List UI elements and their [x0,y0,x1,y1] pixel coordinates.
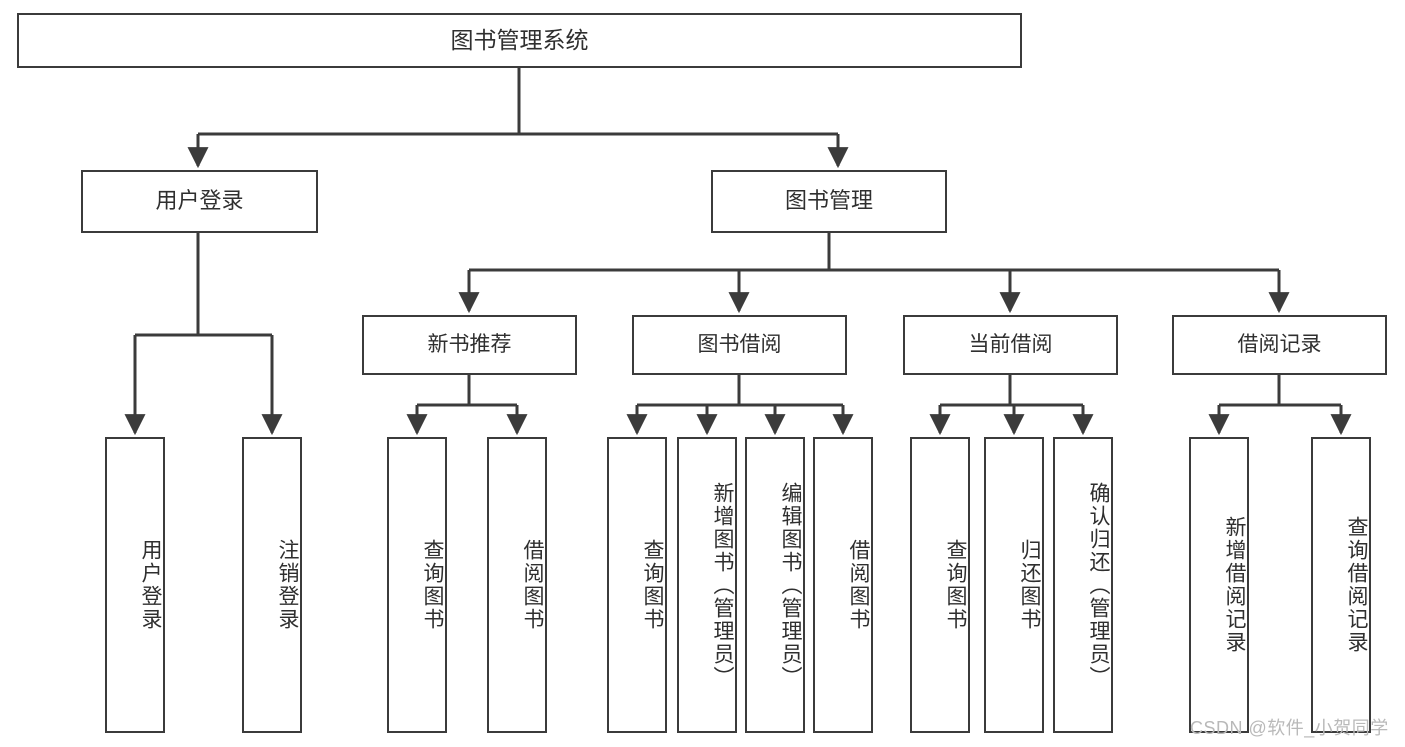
node-borrow-record[interactable]: 借阅记录 [1172,315,1387,375]
node-borrow-record-label: 借阅记录 [1237,333,1322,357]
node-leaf-query-book-c-label: 查询图书 [944,539,967,631]
node-book-manage-label: 图书管理 [784,188,873,214]
node-book-borrow-label: 图书借阅 [697,333,782,357]
node-leaf-return-book-label: 归还图书 [1018,539,1041,631]
node-leaf-logout[interactable]: 注销登录 [242,437,302,733]
node-leaf-confirm-return-label: 确认归还（管理员） [1087,481,1110,689]
node-leaf-borrow-book-b[interactable]: 借阅图书 [813,437,873,733]
node-new-book-rec-label: 新书推荐 [427,333,512,357]
node-leaf-query-book-b[interactable]: 查询图书 [607,437,667,733]
node-current-borrow[interactable]: 当前借阅 [903,315,1118,375]
node-book-borrow[interactable]: 图书借阅 [632,315,847,375]
node-new-book-rec[interactable]: 新书推荐 [362,315,577,375]
node-user-login-label: 用户登录 [155,188,244,214]
node-leaf-user-login[interactable]: 用户登录 [105,437,165,733]
node-book-manage[interactable]: 图书管理 [711,170,947,233]
node-leaf-query-book-rec[interactable]: 查询图书 [387,437,447,733]
node-leaf-edit-book-label: 编辑图书（管理员） [779,481,802,689]
node-leaf-query-book-rec-label: 查询图书 [421,539,444,631]
node-leaf-add-book-label: 新增图书（管理员） [711,481,734,689]
node-leaf-confirm-return[interactable]: 确认归还（管理员） [1053,437,1113,733]
node-leaf-query-book-c[interactable]: 查询图书 [910,437,970,733]
node-leaf-query-book-b-label: 查询图书 [641,539,664,631]
node-leaf-query-record[interactable]: 查询借阅记录 [1311,437,1371,733]
node-leaf-borrow-book-b-label: 借阅图书 [847,539,870,631]
node-root[interactable]: 图书管理系统 [17,13,1022,68]
node-leaf-logout-label: 注销登录 [276,539,299,631]
node-leaf-user-login-label: 用户登录 [139,539,162,631]
node-leaf-add-record[interactable]: 新增借阅记录 [1189,437,1249,733]
node-root-label: 图书管理系统 [450,27,589,54]
node-leaf-query-record-label: 查询借阅记录 [1345,516,1368,654]
node-current-borrow-label: 当前借阅 [968,333,1053,357]
csdn-watermark: CSDN @软件_小贺同学 [1190,718,1389,738]
node-leaf-add-record-label: 新增借阅记录 [1223,516,1246,654]
node-leaf-edit-book[interactable]: 编辑图书（管理员） [745,437,805,733]
node-leaf-borrow-book-rec[interactable]: 借阅图书 [487,437,547,733]
node-leaf-return-book[interactable]: 归还图书 [984,437,1044,733]
node-leaf-borrow-book-rec-label: 借阅图书 [521,539,544,631]
node-user-login[interactable]: 用户登录 [81,170,318,233]
node-leaf-add-book[interactable]: 新增图书（管理员） [677,437,737,733]
